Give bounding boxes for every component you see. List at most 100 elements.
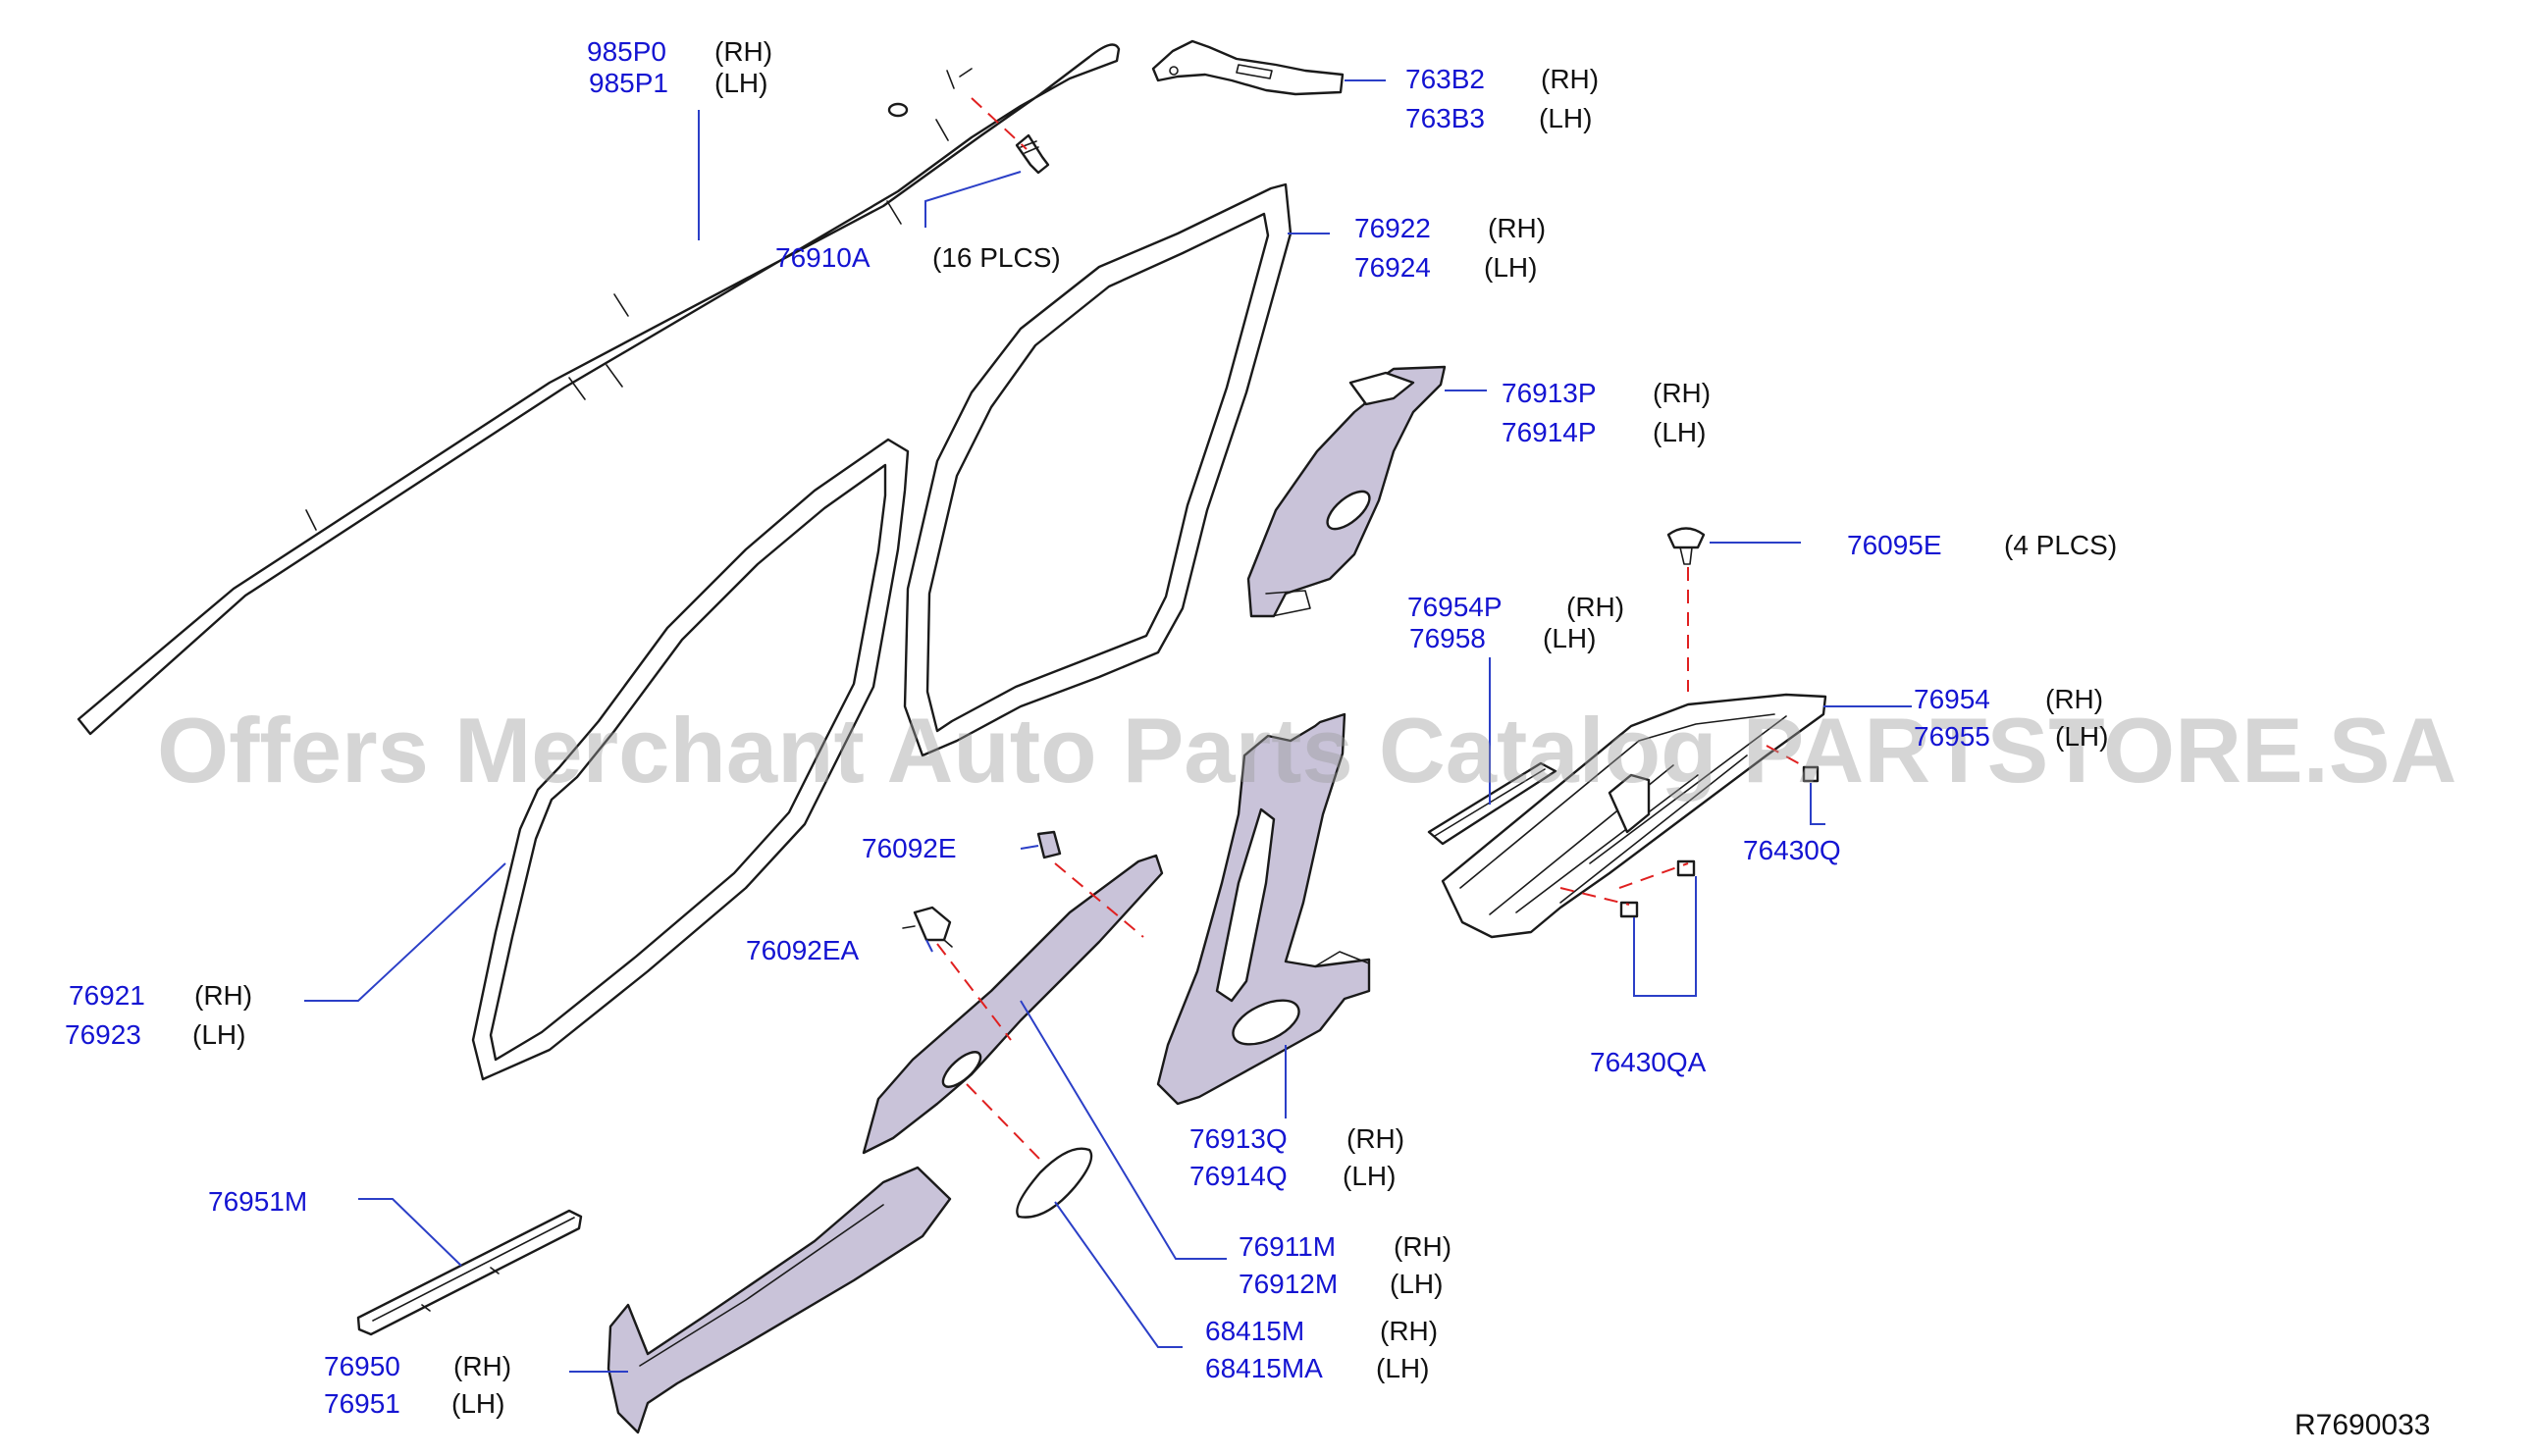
part-number: 76092E	[862, 833, 957, 863]
side-label: (4 PLCS)	[2004, 530, 2117, 560]
side-label: (LH)	[1390, 1269, 1443, 1299]
part-number: 76923	[65, 1019, 141, 1050]
callout-76958[interactable]: 76958 (LH)	[1409, 623, 1596, 653]
center-pillar-upper-garnish-drawing[interactable]	[1246, 365, 1447, 618]
callout-76922[interactable]: 76922 (RH)	[1354, 213, 1546, 243]
callout-76913P[interactable]: 76913P (RH)	[1502, 378, 1711, 408]
callout-76095E[interactable]: 76095E (4 PLCS)	[1847, 530, 2117, 560]
part-number: 76430QA	[1590, 1047, 1707, 1077]
part-number: 76913Q	[1189, 1123, 1288, 1154]
leader-76430QA	[1633, 876, 1697, 997]
part-number: 76921	[69, 980, 145, 1011]
callout-985P0[interactable]: 985P0 (RH)	[587, 36, 772, 67]
callout-76913Q[interactable]: 76913Q (RH)	[1189, 1123, 1404, 1154]
side-label: (LH)	[1539, 103, 1592, 133]
front-door-weatherstrip-drawing[interactable]	[471, 438, 910, 1081]
leader-76951M	[358, 1198, 462, 1267]
callout-76923[interactable]: 76923 (LH)	[65, 1019, 245, 1050]
callout-68415MA[interactable]: 68415MA (LH)	[1205, 1353, 1429, 1383]
front-pillar-garnish-drawing[interactable]	[862, 854, 1164, 1155]
sill-trim-drawing[interactable]	[356, 1209, 583, 1336]
part-number: 76951M	[208, 1186, 307, 1217]
part-number: 76092EA	[746, 935, 860, 965]
leader-76092EA	[925, 939, 933, 953]
part-number: 763B2	[1405, 64, 1485, 94]
roof-bracket-drawing[interactable]	[1151, 39, 1345, 96]
side-label: (LH)	[1376, 1353, 1429, 1383]
center-pillar-lower-garnish-drawing[interactable]	[1156, 712, 1371, 1106]
callout-76092EA[interactable]: 76092EA	[746, 935, 860, 965]
callout-76430QA[interactable]: 76430QA	[1590, 1047, 1707, 1077]
side-label: (LH)	[1653, 417, 1706, 447]
part-number: 76911M	[1239, 1231, 1336, 1262]
leader-76092E	[1020, 845, 1039, 850]
leader-lines	[304, 79, 1912, 1373]
side-label: (16 PLCS)	[932, 242, 1061, 273]
side-label: (RH)	[194, 980, 252, 1011]
callout-76951M[interactable]: 76951M	[208, 1186, 307, 1217]
leader-76910A	[924, 171, 1022, 228]
part-number: 76914Q	[1189, 1161, 1288, 1191]
assist-grip-cover-drawing[interactable]	[1016, 1147, 1093, 1219]
roof-airbag-rail-drawing[interactable]	[77, 43, 1121, 736]
rear-door-weatherstrip-drawing[interactable]	[903, 182, 1293, 757]
callout-763B3[interactable]: 763B3 (LH)	[1405, 103, 1592, 133]
clip-76910A-drawing[interactable]	[1015, 133, 1050, 175]
clip-76092EA-drawing[interactable]	[902, 906, 953, 948]
side-label: (RH)	[453, 1351, 511, 1381]
part-number: 76922	[1354, 213, 1431, 243]
side-label: (RH)	[1394, 1231, 1451, 1262]
callout-985P1[interactable]: 985P1 (LH)	[589, 68, 767, 98]
callout-76955[interactable]: 76955 (LH)	[1914, 721, 2108, 752]
part-number: 76430Q	[1743, 835, 1841, 865]
body-side-welt-drawing[interactable]	[607, 1166, 952, 1434]
part-number: 76954	[1914, 684, 1990, 714]
part-number: 76958	[1409, 623, 1486, 653]
callout-76954P[interactable]: 76954P (RH)	[1407, 592, 1624, 622]
callout-76954[interactable]: 76954 (RH)	[1914, 684, 2103, 714]
side-label: (RH)	[1346, 1123, 1404, 1154]
callout-76910A[interactable]: 76910A (16 PLCS)	[775, 242, 1061, 273]
part-number: 985P0	[587, 36, 666, 67]
side-label: (RH)	[1488, 213, 1546, 243]
clips-76430Q-drawing[interactable]	[1619, 765, 1820, 918]
side-label: (LH)	[192, 1019, 245, 1050]
side-label: (RH)	[1380, 1316, 1438, 1346]
callout-76914Q[interactable]: 76914Q (LH)	[1189, 1161, 1396, 1191]
callout-763B2[interactable]: 763B2 (RH)	[1405, 64, 1599, 94]
part-number: 76914P	[1502, 417, 1597, 447]
side-label: (RH)	[1541, 64, 1599, 94]
side-label: (RH)	[1653, 378, 1711, 408]
part-number: 76913P	[1502, 378, 1597, 408]
kicking-plate-inner-drawing[interactable]	[1441, 693, 1827, 939]
part-number: 76910A	[775, 242, 871, 273]
callout-76950[interactable]: 76950 (RH)	[324, 1351, 511, 1381]
side-label: (LH)	[714, 68, 767, 98]
leader-76921	[304, 862, 506, 1002]
leader-76911M	[1020, 1000, 1227, 1260]
side-label: (RH)	[2045, 684, 2103, 714]
side-label: (LH)	[1543, 623, 1596, 653]
side-label: (LH)	[1343, 1161, 1396, 1191]
part-number: 76955	[1914, 721, 1990, 752]
clip-76095E-drawing[interactable]	[1666, 527, 1706, 565]
part-number: 763B3	[1405, 103, 1485, 133]
callout-76951[interactable]: 76951 (LH)	[324, 1388, 504, 1419]
part-number: 76912M	[1239, 1269, 1338, 1299]
callout-76912M[interactable]: 76912M (LH)	[1239, 1269, 1443, 1299]
part-number: 76950	[324, 1351, 400, 1381]
leader-76430Q	[1810, 783, 1825, 825]
callout-68415M[interactable]: 68415M (RH)	[1205, 1316, 1438, 1346]
callout-76924[interactable]: 76924 (LH)	[1354, 252, 1537, 283]
clip-76092E-drawing[interactable]	[1036, 830, 1062, 859]
callout-76430Q[interactable]: 76430Q	[1743, 835, 1841, 865]
part-number: 68415MA	[1205, 1353, 1323, 1383]
callout-76911M[interactable]: 76911M (RH)	[1239, 1231, 1451, 1262]
callout-76092E[interactable]: 76092E	[862, 833, 957, 863]
part-number: 76095E	[1847, 530, 1942, 560]
part-number: 76954P	[1407, 592, 1503, 622]
callout-76914P[interactable]: 76914P (LH)	[1502, 417, 1706, 447]
callout-76921[interactable]: 76921 (RH)	[69, 980, 252, 1011]
dashed-fastening-lines	[936, 97, 1807, 1161]
